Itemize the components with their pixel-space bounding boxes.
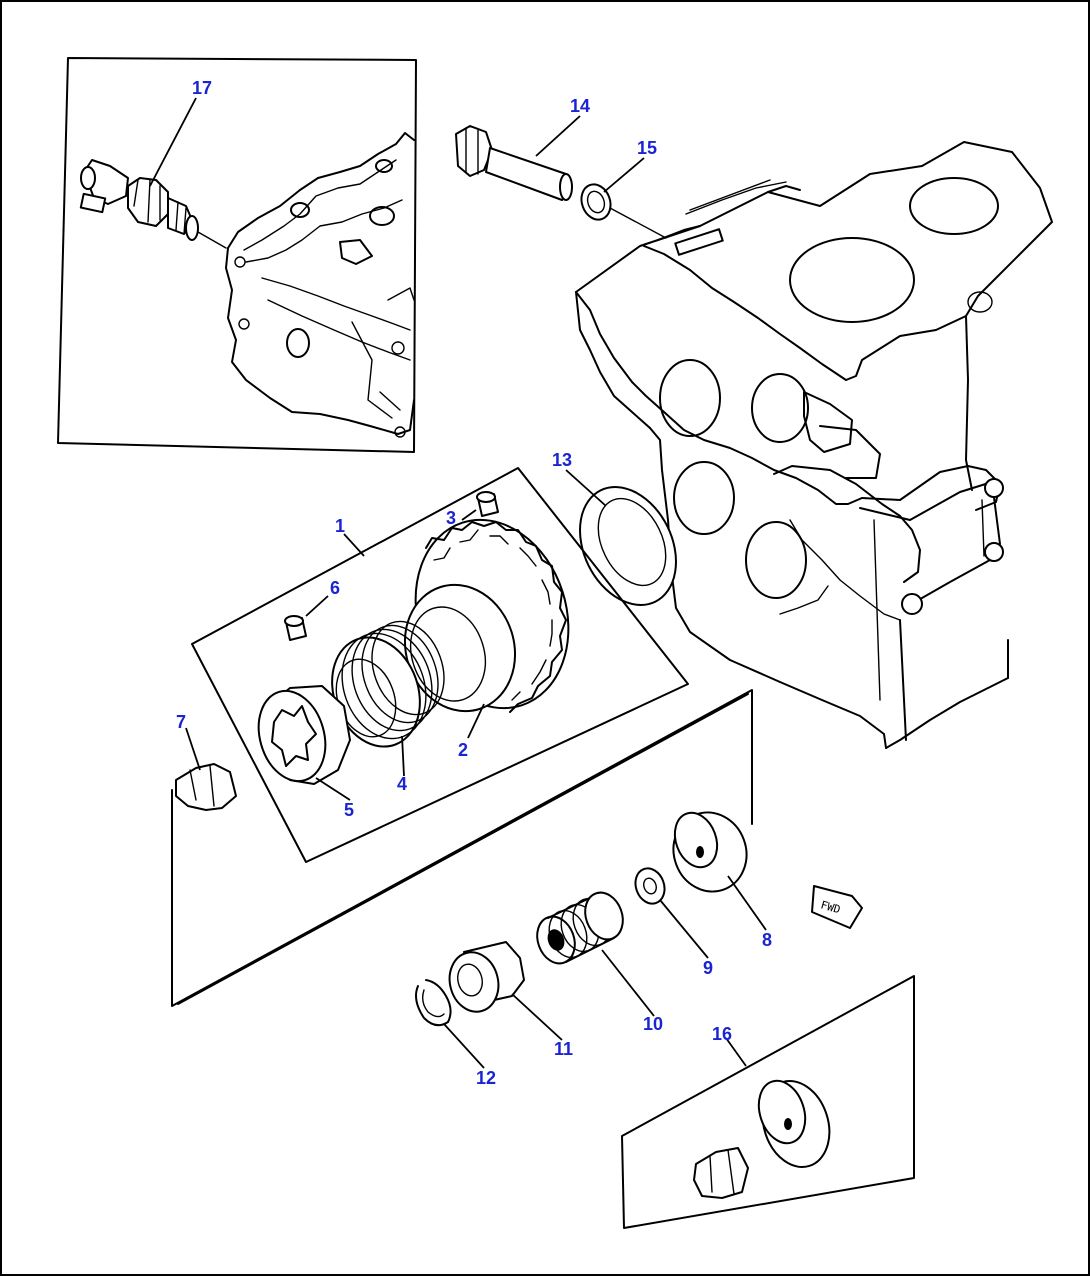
inset-sensor-group <box>57 57 417 453</box>
bushing-11-icon <box>448 941 525 1013</box>
callout-9: 9 <box>703 958 713 978</box>
spring-group-outline <box>171 689 753 1007</box>
callout-6: 6 <box>330 578 340 598</box>
leader-lines <box>149 97 767 1069</box>
cap-5-icon <box>257 685 351 785</box>
callout-8: 8 <box>762 930 772 950</box>
plate-7-icon <box>175 763 237 811</box>
forward-direction-marker: FWD <box>811 885 863 929</box>
seal-13-icon <box>579 486 677 606</box>
callout-11: 11 <box>554 1039 573 1059</box>
callout-16: 16 <box>712 1024 732 1044</box>
pin-6-icon <box>284 615 307 641</box>
callout-17: 17 <box>192 78 212 98</box>
callout-1: 1 <box>335 516 345 536</box>
callout-2: 2 <box>458 740 468 760</box>
fwd-label: FWD <box>819 898 842 916</box>
callout-labels: 17 14 15 13 1 3 6 2 4 5 7 8 9 10 11 12 1… <box>176 78 772 1088</box>
washer-15-icon <box>580 183 612 221</box>
sensor-17-icon <box>79 159 227 249</box>
callout-10: 10 <box>643 1014 663 1034</box>
engine-block <box>575 141 1053 749</box>
washer-9-icon <box>634 867 666 905</box>
callout-14: 14 <box>570 96 590 116</box>
disc-8-icon <box>672 811 748 893</box>
gear-assembly-group <box>191 467 689 863</box>
gear-2-icon <box>403 518 570 713</box>
callout-12: 12 <box>476 1068 496 1088</box>
callout-7: 7 <box>176 712 186 732</box>
callout-13: 13 <box>552 450 572 470</box>
callout-5: 5 <box>344 800 354 820</box>
callout-15: 15 <box>637 138 657 158</box>
callout-3: 3 <box>446 508 456 528</box>
spring-10-icon <box>536 891 624 965</box>
bolt-14-icon <box>455 125 573 201</box>
inset-16-group <box>621 975 915 1229</box>
callout-4: 4 <box>397 774 407 794</box>
snap-ring-12-icon <box>415 979 452 1027</box>
pin-3-icon <box>476 491 499 517</box>
